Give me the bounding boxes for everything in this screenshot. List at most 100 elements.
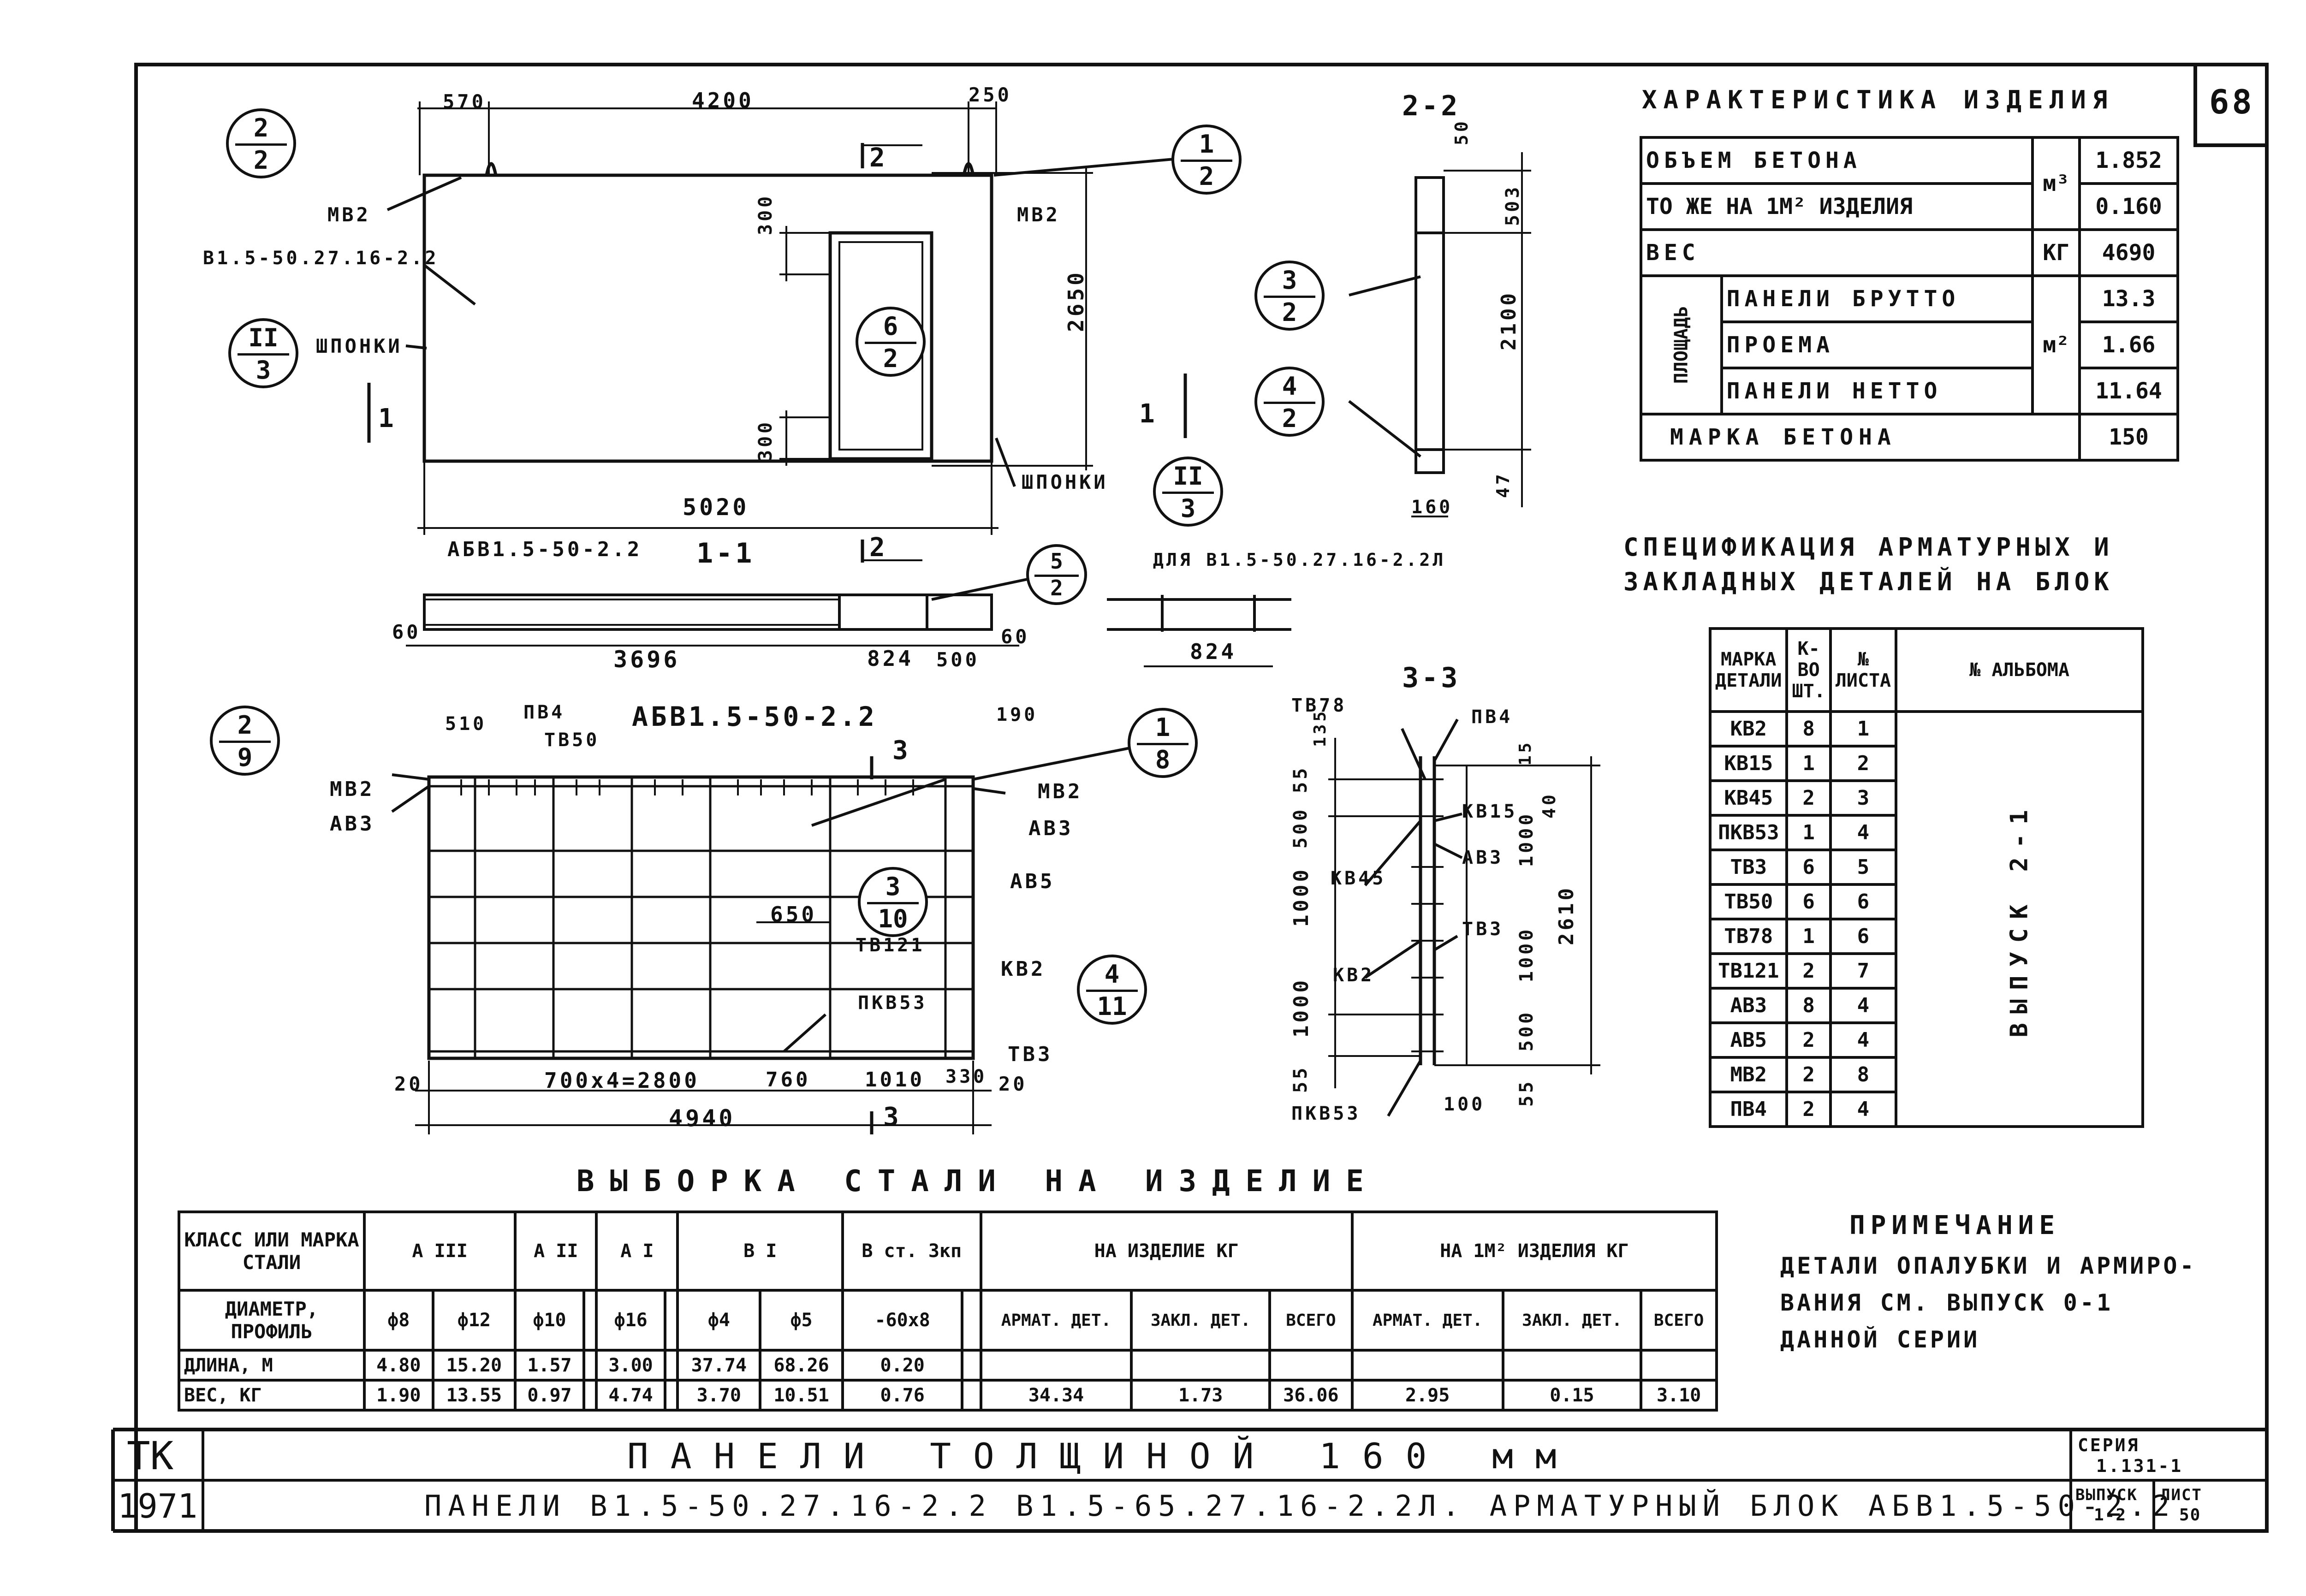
- shponki-label: ШПОНКИ: [316, 335, 403, 357]
- note-line: ВАНИЯ СМ. ВЫПУСК 0-1: [1780, 1289, 2114, 1316]
- dim-label: 824: [867, 646, 914, 671]
- tv78-label: ТВ78: [1291, 695, 1347, 716]
- dim-label: 250: [969, 83, 1012, 106]
- album-cell: ВЫПУСК 2-1: [1895, 710, 2145, 1128]
- year-label: 1971: [118, 1487, 198, 1525]
- cell: [1268, 1349, 1354, 1382]
- cell: [663, 1289, 679, 1352]
- cell: [961, 1289, 982, 1352]
- cell: 0.20: [841, 1349, 964, 1382]
- note-line: ДАННОЙ СЕРИИ: [1780, 1326, 1980, 1353]
- spec-title-line1: СПЕЦИФИКАЦИЯ АРМАТУРНЫХ И: [1623, 533, 2114, 562]
- dim-label: 300: [755, 419, 776, 461]
- header-cell: № АЛЬБОМА: [1895, 627, 2145, 713]
- block-title: АБВ1.5-50-2.2: [632, 701, 877, 732]
- cell: 1.66: [2078, 320, 2179, 369]
- cell: 68.26: [759, 1349, 844, 1382]
- cell: 15.20: [431, 1349, 517, 1382]
- cell: 1.57: [514, 1349, 585, 1382]
- cell: [582, 1289, 598, 1352]
- sheet-number: 68: [2209, 83, 2255, 121]
- cell: 2: [1785, 1056, 1832, 1093]
- cell: ф12: [431, 1289, 517, 1352]
- dim-label: 760: [766, 1068, 811, 1092]
- dim-label: 2610: [1555, 885, 1578, 945]
- cell: КВ15: [1708, 745, 1789, 782]
- cell: АВ3: [1708, 987, 1789, 1024]
- cell: КГ: [2031, 228, 2081, 277]
- cell: м³: [2031, 136, 2081, 231]
- cell: ЗАКЛ. ДЕТ.: [1130, 1289, 1272, 1352]
- cut-mark: 3: [892, 736, 911, 765]
- cell: 150: [2078, 413, 2179, 462]
- cell: 1.73: [1130, 1379, 1272, 1412]
- spec-table: МАРКА ДЕТАЛИ К-ВО ШТ. № ЛИСТА № АЛЬБОМА …: [1708, 627, 2145, 1128]
- cell: 13.3: [2078, 274, 2179, 323]
- dim-label: 650: [770, 902, 817, 927]
- cell: 2: [1785, 1091, 1832, 1128]
- note-line: ДЕТАЛИ ОПАЛУБКИ И АРМИРО-: [1780, 1252, 2197, 1279]
- dim-label: 60: [392, 621, 421, 643]
- header-cell: А II: [514, 1210, 598, 1292]
- dim-label: 160: [1411, 497, 1453, 518]
- cell: 3: [1829, 779, 1898, 817]
- cell: 2: [1785, 952, 1832, 990]
- cell: ф10: [514, 1289, 585, 1352]
- dim-label: 700х4=2800: [544, 1068, 700, 1093]
- header-cell: К-ВО ШТ.: [1785, 627, 1832, 713]
- dim-label: 190: [996, 704, 1038, 725]
- tv3-label: ТВ3: [1008, 1043, 1053, 1066]
- cell: ВСЕГО: [1268, 1289, 1354, 1352]
- header-cell: МАРКА ДЕТАЛИ: [1708, 627, 1789, 713]
- dim-label: 40: [1539, 792, 1559, 819]
- dim-label: 1000: [1290, 978, 1313, 1038]
- mv2-label: МВ2: [327, 203, 371, 226]
- cell: [1640, 1349, 1718, 1382]
- cell: м²: [2031, 274, 2081, 415]
- av3-label: АВ3: [330, 812, 375, 836]
- cut-mark: 2: [869, 143, 888, 173]
- cell: 37.74: [676, 1349, 762, 1382]
- dim-label: 500: [1290, 807, 1311, 848]
- dim-label: 55: [1516, 1079, 1537, 1107]
- for-label: ДЛЯ В1.5-50.27.16-2.2Л: [1153, 550, 1446, 570]
- steel-table: КЛАСС ИЛИ МАРКА СТАЛИ А III А II А I В I…: [178, 1210, 1718, 1412]
- note-title: ПРИМЕЧАНИЕ: [1849, 1210, 2061, 1240]
- cell: [1350, 1349, 1504, 1382]
- cell: ТВ78: [1708, 918, 1789, 955]
- cell: [582, 1349, 598, 1382]
- dim-label: 824: [1190, 639, 1237, 664]
- sheet-label: ЛИСТ: [2161, 1486, 2202, 1504]
- dim-label: 1000: [1516, 926, 1537, 982]
- dim-label: 2650: [1064, 270, 1088, 332]
- cell: 8: [1829, 1056, 1898, 1093]
- cell: 1.852: [2078, 136, 2179, 185]
- header-cell: А III: [363, 1210, 517, 1292]
- kv45-label: КВ45: [1331, 868, 1386, 889]
- kv2-label: КВ2: [1333, 965, 1375, 986]
- cell: 1.90: [363, 1379, 434, 1412]
- pv4-label: ПВ4: [1471, 706, 1513, 728]
- cut-mark: 3: [883, 1102, 902, 1132]
- header-cell: В I: [676, 1210, 844, 1292]
- cell: 13.55: [431, 1379, 517, 1412]
- mv2-label: МВ2: [1017, 203, 1060, 226]
- kv2-label: КВ2: [1001, 957, 1046, 981]
- dim-label: 50: [1451, 119, 1472, 145]
- cell: КВ45: [1708, 779, 1789, 817]
- section-title: 3-3: [1402, 662, 1461, 694]
- cell: МВ2: [1708, 1056, 1789, 1093]
- series-value: 1.131-1: [2096, 1456, 2183, 1476]
- spec-title-line2: ЗАКЛАДНЫХ ДЕТАЛЕЙ НА БЛОК: [1623, 567, 2114, 596]
- av3-label: АВ3: [1462, 847, 1504, 868]
- cell: 36.06: [1268, 1379, 1354, 1412]
- cell: ТВ50: [1708, 883, 1789, 920]
- dim-label: 500: [936, 648, 980, 671]
- tv121-label: ТВ121: [856, 935, 925, 956]
